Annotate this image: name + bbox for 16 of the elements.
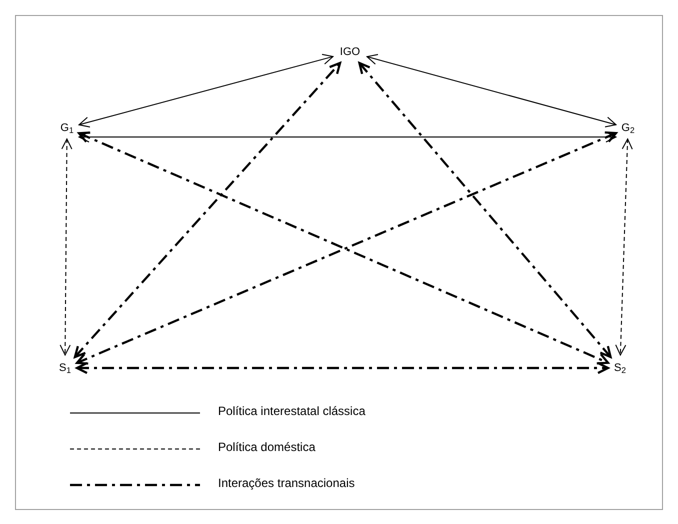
arrow [358,62,612,358]
node-label: G$_{2}$ [619,120,637,136]
node-label: S$_{2}$ [611,360,629,376]
arrow [60,138,72,356]
arrow [78,54,334,128]
legend-text: Interações transnacionais [218,477,355,489]
arrow [78,132,616,142]
legend-text: Política doméstica [218,441,316,453]
node-label: S$_{1}$ [56,360,74,376]
arrow [366,54,616,128]
arrow [74,62,342,358]
legend-text: Política interestatal clássica [218,405,366,417]
arrow [76,362,610,374]
node-label: G$_{1}$ [58,120,76,136]
node-label: IGO [336,44,364,60]
arrow [615,138,633,356]
